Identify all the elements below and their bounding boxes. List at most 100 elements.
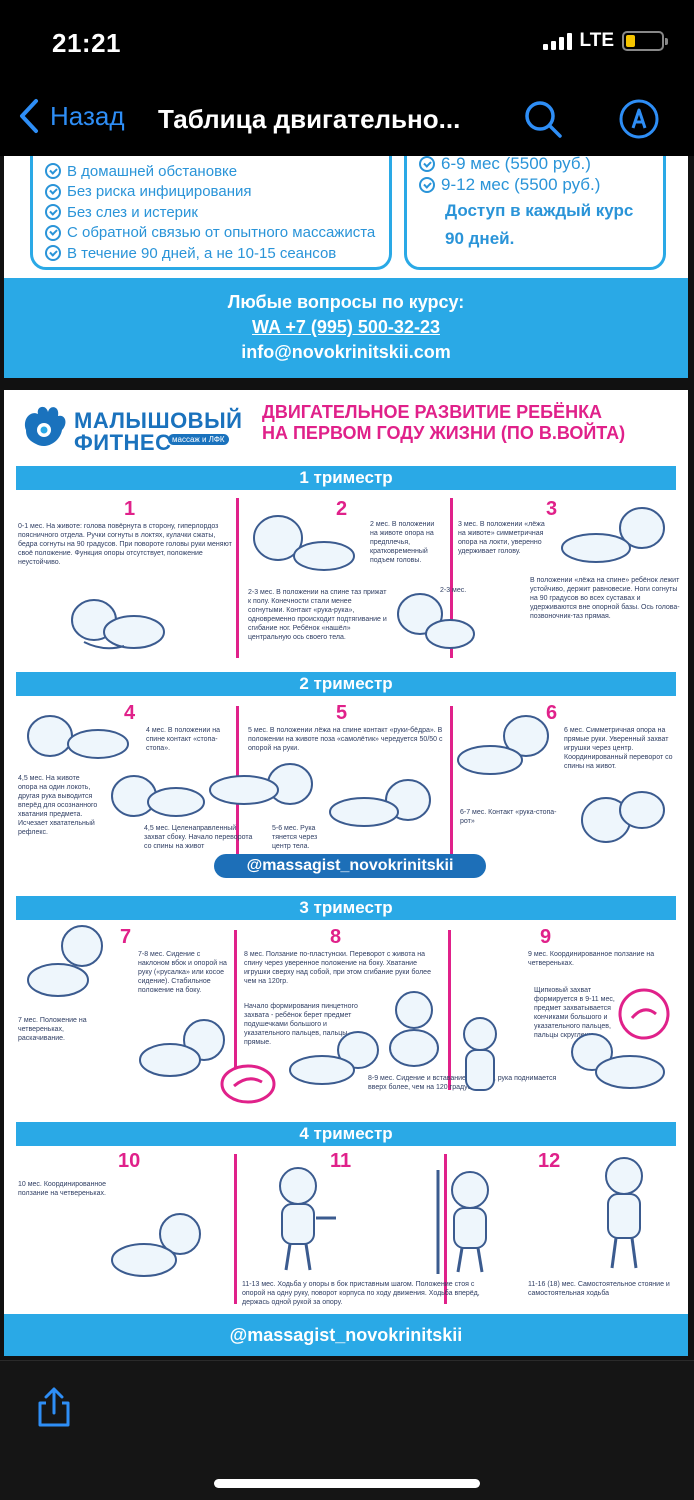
price-row: 9-12 мес (5500 руб.)	[419, 175, 600, 195]
milestone-text: 4,5 мес. На животе опора на один локоть,…	[18, 775, 98, 836]
benefits-box: В домашней обстановке Без риска инфициро…	[30, 156, 392, 270]
baby-illustration	[397, 593, 475, 649]
logo-sub: массаж и ЛФК	[168, 434, 229, 445]
benefits-list: В домашней обстановке Без риска инфициро…	[45, 161, 375, 264]
milestone-text: 2-3 мес.	[440, 587, 467, 594]
check-circle-icon	[45, 183, 61, 200]
milestone-text: 10 мес. Координированное ползание на чет…	[18, 1181, 107, 1197]
baby-illustration	[111, 775, 205, 817]
search-button[interactable]	[522, 98, 564, 145]
milestone-text: 4,5 мес. Целенаправленный захват сбоку. …	[144, 825, 253, 850]
trimester-header: 3 триместр	[16, 896, 676, 920]
milestone-text: 11-16 (18) мес. Самостоятельное стояние …	[528, 1281, 670, 1297]
share-button[interactable]	[34, 1385, 74, 1434]
baby-illustration	[457, 715, 549, 775]
milestone-text: 7-8 мес. Сидение с наклоном вбок и опоро…	[138, 951, 227, 994]
month-number: 11	[330, 1150, 352, 1172]
milestone-text: 6-7 мес. Контакт «рука-стопа-рот»	[460, 809, 557, 825]
share-icon	[38, 1387, 70, 1427]
hand-logo-icon	[24, 406, 66, 447]
trimester-header: 4 триместр	[16, 1122, 676, 1146]
document-page-2: МАЛЫШОВЫЙ ФИТНЕС массаж и ЛФК ДВИГАТЕЛЬН…	[4, 390, 688, 1356]
month-number: 3	[546, 498, 558, 520]
milestone-text: 7 мес. Положение на четвереньках, раскач…	[18, 1017, 87, 1042]
network-label: LTE	[579, 30, 614, 51]
access-note: Доступ в каждый курс 90 дней.	[445, 201, 634, 248]
check-circle-icon	[419, 156, 435, 172]
trimester-header: 2 триместр	[16, 672, 676, 696]
milestone-text: 11-13 мес. Ходьба у опоры в бок приставн…	[242, 1281, 480, 1306]
check-circle-icon	[45, 204, 61, 221]
baby-illustration	[329, 779, 431, 827]
document-viewer[interactable]: В домашней обстановке Без риска инфициро…	[0, 156, 694, 1360]
back-label: Назад	[50, 100, 125, 131]
check-circle-icon	[45, 163, 61, 180]
phone-link[interactable]: WA +7 (995) 500-32-23	[252, 317, 440, 337]
baby-illustration	[463, 1017, 497, 1091]
check-circle-icon	[419, 177, 435, 193]
baby-illustration	[27, 715, 129, 759]
baby-illustration	[111, 1213, 201, 1277]
milestone-text: 2-3 мес. В положении на спине таз прижат…	[248, 589, 387, 641]
baby-illustration	[253, 515, 355, 571]
search-icon	[525, 101, 562, 138]
month-number: 5	[336, 702, 348, 724]
markup-pen-icon	[619, 99, 659, 139]
trimester-header: 1 триместр	[16, 466, 676, 490]
baby-illustration	[561, 507, 665, 563]
document-page-1: В домашней обстановке Без риска инфициро…	[4, 156, 688, 378]
divider	[236, 498, 239, 658]
month-number: 2	[336, 498, 348, 520]
baby-illustration	[71, 599, 165, 650]
month-number: 8	[330, 926, 342, 948]
divider	[450, 706, 453, 856]
milestone-text: 3 мес. В положении «лёжа на животе» симм…	[458, 521, 545, 555]
baby-illustration	[279, 1167, 336, 1271]
list-item: С обратной связью от опытного массажиста	[45, 223, 375, 244]
month-number: 10	[118, 1150, 141, 1172]
price-row: 6-9 мес (5500 руб.)	[419, 156, 591, 174]
baby-illustration	[581, 791, 665, 843]
milestone-text: 5-6 мес. Рука тянется через центр тела.	[272, 825, 318, 850]
milestone-text: Начало формирования пинцетного захвата -…	[244, 1003, 358, 1046]
email-link[interactable]: info@novokrinitskii.com	[241, 342, 451, 362]
home-indicator[interactable]	[214, 1479, 480, 1488]
baby-illustration	[605, 1157, 643, 1269]
markup-button[interactable]	[618, 98, 660, 145]
prices-box: 6-9 мес (5500 руб.) 9-12 мес (5500 руб.)…	[404, 156, 666, 270]
signal-icon	[542, 32, 572, 50]
divider	[234, 930, 237, 1090]
pinch-grip-icon	[220, 1064, 276, 1104]
document-title: Таблица двигательно...	[158, 104, 461, 134]
milestone-text: 8-9 мес. Сидение и вставание у опоры, ру…	[368, 1075, 557, 1091]
month-number: 1	[124, 498, 136, 520]
contacts-banner: Любые вопросы по курсу: WA +7 (995) 500-…	[4, 278, 688, 378]
logo-line2: ФИТНЕС	[74, 430, 172, 455]
baby-illustration	[139, 1019, 225, 1077]
bottom-toolbar	[0, 1360, 694, 1500]
chevron-left-icon	[20, 99, 38, 133]
infographic-title: ДВИГАТЕЛЬНОЕ РАЗВИТИЕ РЕБЁНКА НА ПЕРВОМ …	[262, 402, 626, 443]
milestone-text: 9 мес. Координированное ползание на четв…	[528, 951, 655, 967]
baby-illustration	[389, 991, 439, 1067]
instagram-footer: @massagist_novokrinitskii	[4, 1314, 688, 1356]
list-item: В домашней обстановке	[45, 161, 375, 182]
month-number: 9	[540, 926, 552, 948]
list-item: В течение 90 дней, а не 10-15 сеансов	[45, 243, 375, 264]
milestone-text: Щипковый захват формируется в 9-11 мес, …	[534, 987, 615, 1039]
contacts-heading: Любые вопросы по курсу:	[227, 292, 465, 312]
back-button[interactable]: Назад	[18, 98, 125, 134]
status-time: 21:21	[52, 28, 121, 58]
baby-illustration	[27, 925, 103, 997]
list-item: Без риска инфицирования	[45, 182, 375, 203]
battery-icon	[622, 31, 668, 51]
milestone-text: 8 мес. Ползание по-пластунски. Переворот…	[244, 951, 431, 985]
divider	[450, 498, 453, 658]
month-number: 7	[120, 926, 132, 948]
navigation-bar: Назад Таблица двигательно...	[0, 84, 694, 156]
milestone-text: 5 мес. В положении лёжа на спине контакт…	[248, 727, 443, 752]
logo-line1: МАЛЫШОВЫЙ	[74, 408, 243, 433]
milestone-text: 6 мес. Симметричная опора на прямые руки…	[564, 727, 673, 770]
milestone-text: В положении «лёжа на спине» ребёнок лежи…	[530, 577, 680, 620]
pinch-grip-icon	[618, 988, 670, 1040]
